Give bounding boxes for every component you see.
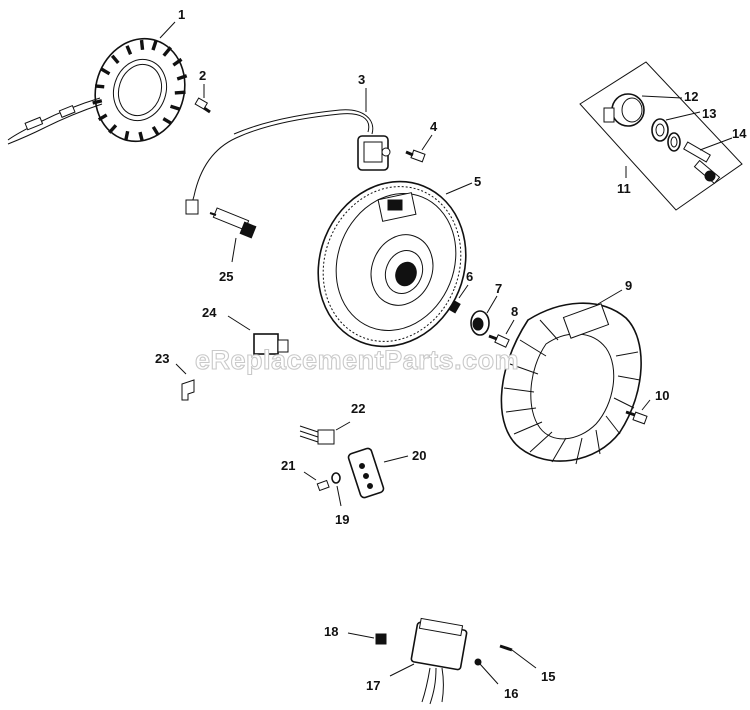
callout-20: 20 xyxy=(412,448,426,463)
callout-5: 5 xyxy=(474,174,481,189)
part-23-bracket[interactable] xyxy=(181,379,195,401)
callout-9: 9 xyxy=(625,278,632,293)
callout-21: 21 xyxy=(281,458,295,473)
part-19-washer[interactable] xyxy=(331,472,341,484)
part-6-key[interactable] xyxy=(449,300,461,314)
part-18-nut[interactable] xyxy=(375,633,387,645)
part-3-ignition-module[interactable] xyxy=(185,109,391,215)
callout-1: 1 xyxy=(178,7,185,22)
part-5-flywheel[interactable] xyxy=(294,159,490,369)
part-11-key-switch-group[interactable] xyxy=(579,61,743,211)
callout-17: 17 xyxy=(366,678,380,693)
part-21-screw[interactable] xyxy=(316,479,330,492)
callout-10: 10 xyxy=(655,388,669,403)
callout-18: 18 xyxy=(324,624,338,639)
part-17-regulator[interactable] xyxy=(410,617,468,705)
part-10-screw[interactable] xyxy=(625,410,648,425)
callout-14: 14 xyxy=(732,126,747,141)
callout-11: 11 xyxy=(617,181,631,196)
part-16-washer[interactable] xyxy=(474,658,482,666)
callout-8: 8 xyxy=(511,304,518,319)
callout-7: 7 xyxy=(495,281,502,296)
callout-3: 3 xyxy=(358,72,365,87)
part-11-switch-body[interactable] xyxy=(603,93,645,127)
callout-22: 22 xyxy=(351,401,365,416)
part-22-connector[interactable] xyxy=(299,425,335,445)
part-1-stator[interactable] xyxy=(7,27,198,153)
part-12-nut[interactable] xyxy=(651,118,669,142)
callout-12: 12 xyxy=(684,89,698,104)
part-20-rectifier[interactable] xyxy=(347,447,385,499)
callout-2: 2 xyxy=(199,68,206,83)
callout-23: 23 xyxy=(155,351,169,366)
callout-15: 15 xyxy=(541,669,555,684)
part-8-screw[interactable] xyxy=(488,334,510,348)
watermark-text: eReplacementParts.com xyxy=(195,345,519,375)
part-2-screw[interactable] xyxy=(194,97,211,114)
part-9-fan[interactable] xyxy=(500,302,642,465)
callout-19: 19 xyxy=(335,512,349,527)
callout-25: 25 xyxy=(219,269,233,284)
part-14-key[interactable] xyxy=(683,141,721,185)
part-25-spark-plug[interactable] xyxy=(209,207,257,239)
callout-4: 4 xyxy=(430,119,438,134)
callout-13: 13 xyxy=(702,106,716,121)
part-24-relay[interactable] xyxy=(253,333,289,355)
callout-24: 24 xyxy=(202,305,217,320)
part-4-screw[interactable] xyxy=(405,149,426,163)
part-13-washer[interactable] xyxy=(667,132,681,152)
part-7-washer[interactable] xyxy=(470,310,490,336)
part-15-screw[interactable] xyxy=(499,644,513,652)
callout-6: 6 xyxy=(466,269,473,284)
callout-16: 16 xyxy=(504,686,518,701)
